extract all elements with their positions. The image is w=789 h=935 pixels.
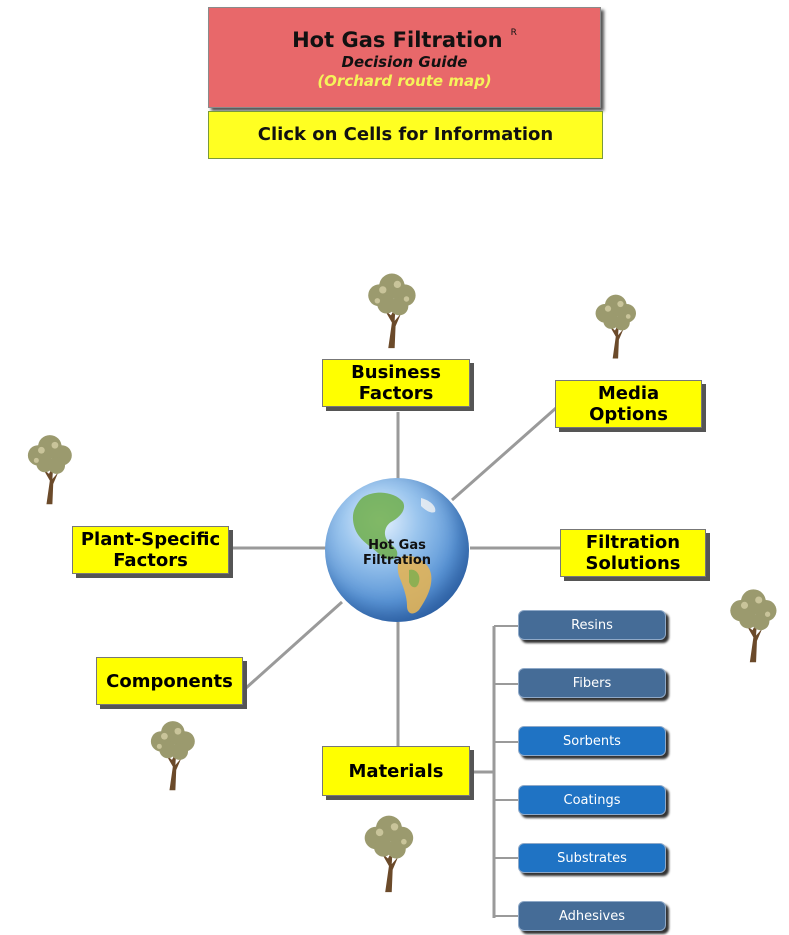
materials-node[interactable]: Materials bbox=[322, 746, 470, 796]
tree-icon bbox=[595, 294, 636, 359]
node-label: Factors bbox=[358, 383, 434, 404]
material-coatings-button[interactable]: Coatings bbox=[518, 785, 666, 815]
globe-continents bbox=[352, 492, 436, 614]
node-label: Components bbox=[106, 670, 233, 692]
tree-icon bbox=[730, 589, 777, 663]
node-label: Solutions bbox=[585, 553, 681, 574]
material-adhesives-button[interactable]: Adhesives bbox=[518, 901, 666, 931]
tree-icon bbox=[364, 815, 414, 893]
instruction-banner: Click on Cells for Information bbox=[208, 111, 603, 159]
tree-icon bbox=[368, 273, 416, 349]
material-sorbents-button[interactable]: Sorbents bbox=[518, 726, 666, 756]
center-label-line1: Hot Gas bbox=[368, 538, 426, 553]
node-label: Filtration bbox=[585, 532, 681, 553]
node-label: Options bbox=[589, 404, 668, 425]
material-resins-button[interactable]: Resins bbox=[518, 610, 666, 640]
node-label: Media bbox=[597, 383, 660, 404]
tree-icon bbox=[150, 721, 195, 791]
material-fibers-button[interactable]: Fibers bbox=[518, 668, 666, 698]
globe-icon[interactable] bbox=[325, 478, 469, 622]
center-label[interactable]: Hot Gas Filtration bbox=[325, 538, 469, 568]
node-label: Factors bbox=[113, 550, 188, 571]
registered-mark: R bbox=[510, 28, 517, 38]
node-label: Materials bbox=[348, 760, 444, 782]
page-subtitle: Decision Guide bbox=[341, 53, 468, 71]
center-label-line2: Filtration bbox=[362, 553, 432, 568]
node-label: Plant-Specific bbox=[80, 529, 221, 550]
route-caption: (Orchard route map) bbox=[317, 72, 492, 90]
components-node[interactable]: Components bbox=[96, 657, 243, 705]
node-label: Business bbox=[351, 362, 441, 383]
material-substrates-button[interactable]: Substrates bbox=[518, 843, 666, 873]
tree-icon bbox=[27, 435, 72, 505]
